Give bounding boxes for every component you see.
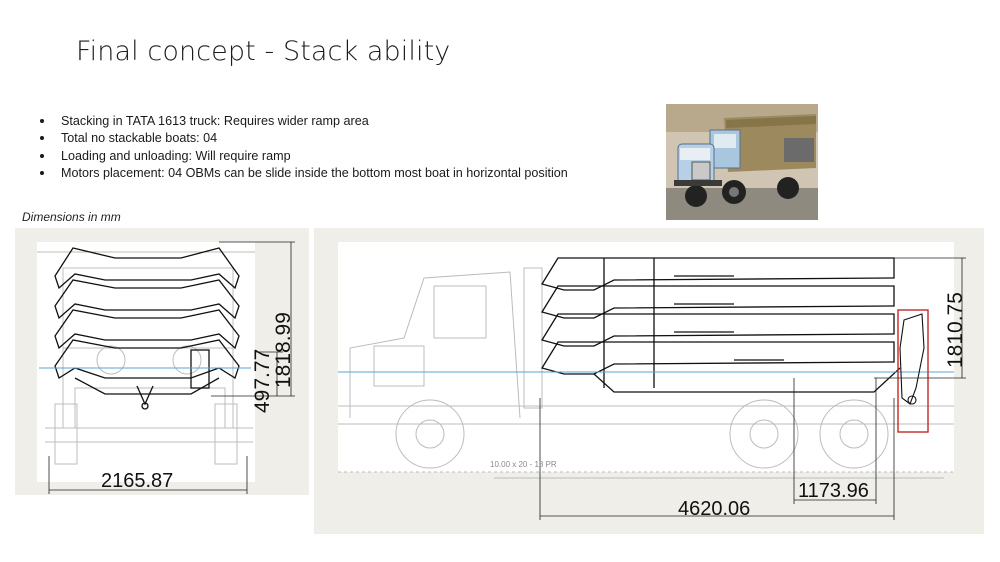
side-scale-text: 10.00 x 20 - 18 PR (490, 460, 557, 469)
front-lower-dimension: 497.77 (251, 348, 274, 413)
bullet-item: Motors placement: 04 OBMs can be slide i… (40, 165, 568, 182)
bullet-item: Total no stackable boats: 04 (40, 130, 568, 147)
side-view-drawing: 10.00 x 20 - 18 PR 1810.75 1173.96 4620.… (314, 228, 984, 534)
truck-photo (666, 104, 818, 220)
slide-title: Final concept - Stack ability (76, 36, 451, 67)
bullet-list: Stacking in TATA 1613 truck: Requires wi… (40, 113, 568, 183)
bullet-item: Stacking in TATA 1613 truck: Requires wi… (40, 113, 568, 130)
dimensions-caption: Dimensions in mm (22, 210, 121, 224)
side-height-dimension: 1810.75 (944, 292, 967, 368)
front-width-dimension: 2165.87 (101, 470, 174, 492)
bullet-item: Loading and unloading: Will require ramp (40, 148, 568, 165)
front-view-drawing: 1818.99 497.77 2165.87 (15, 228, 309, 495)
side-length-dimension: 4620.06 (678, 498, 751, 520)
front-height-dimension: 1818.99 (272, 312, 295, 388)
side-overhang-dimension: 1173.96 (798, 480, 869, 502)
